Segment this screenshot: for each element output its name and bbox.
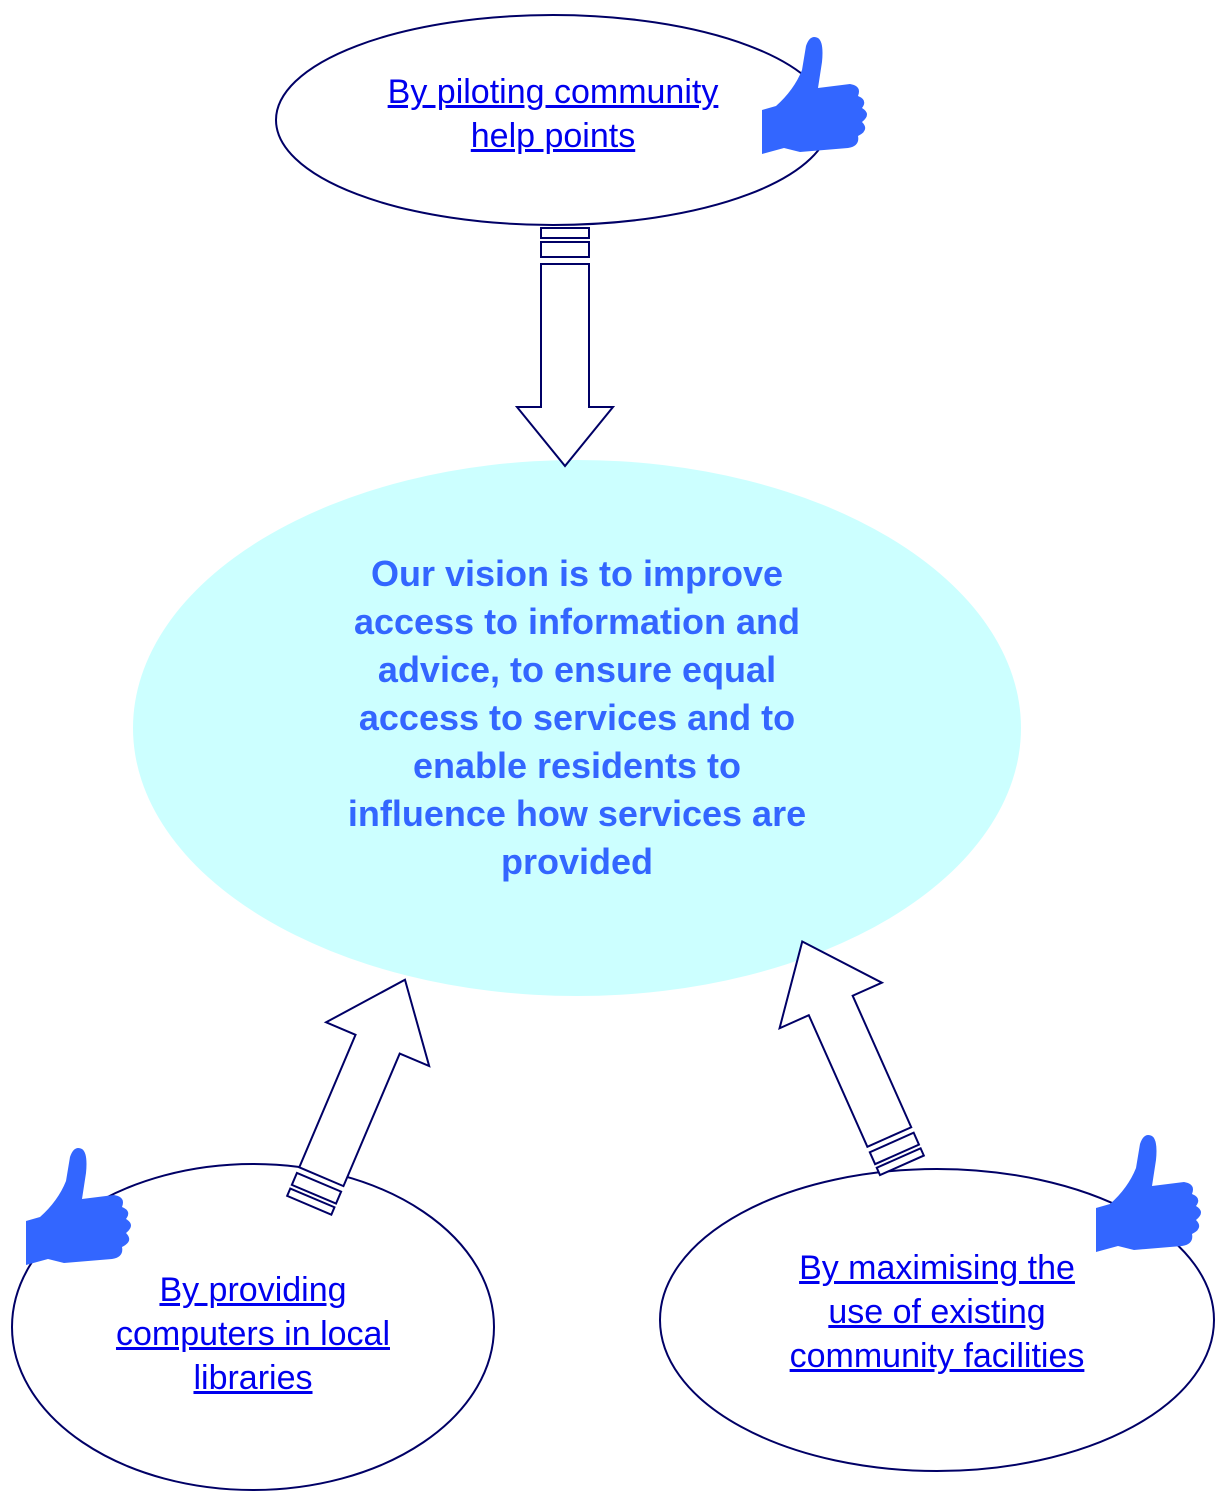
- right-link-line[interactable]: use of existing: [828, 1293, 1046, 1331]
- vision-statement: Our vision is to improve access to infor…: [217, 550, 937, 886]
- vision-ellipse: [133, 460, 1021, 996]
- vision-line: access to information and: [353, 601, 801, 642]
- top-down-arrow: [514, 227, 616, 468]
- vision-line: influence how services are: [347, 793, 807, 834]
- right-link[interactable]: By maximising the use of existing commun…: [737, 1246, 1137, 1378]
- vision-line: access to services and to: [358, 697, 796, 738]
- right-link-line[interactable]: By maximising the: [799, 1249, 1075, 1287]
- vision-line: enable residents to: [412, 745, 742, 786]
- left-link-line[interactable]: computers in local: [115, 1315, 390, 1353]
- left-link-ellipse: [11, 1163, 495, 1491]
- left-link-line[interactable]: By providing: [159, 1271, 347, 1309]
- left-link[interactable]: By providing computers in local librarie…: [63, 1268, 443, 1400]
- top-link[interactable]: By piloting community help points: [353, 70, 753, 158]
- left-link-line[interactable]: libraries: [193, 1359, 313, 1397]
- top-link-line[interactable]: help points: [470, 117, 636, 155]
- thumbs-up-icon: [26, 1148, 131, 1265]
- left-up-arrow: [285, 978, 431, 1216]
- right-link-line[interactable]: community facilities: [789, 1337, 1085, 1375]
- right-up-arrow: [778, 940, 926, 1177]
- right-link-ellipse: [659, 1168, 1215, 1472]
- thumbs-up-icon: [1096, 1135, 1201, 1252]
- vision-line: Our vision is to improve: [370, 553, 784, 594]
- vision-line: provided: [500, 841, 653, 882]
- top-link-line[interactable]: By piloting community: [387, 73, 719, 111]
- vision-line: advice, to ensure equal: [377, 649, 777, 690]
